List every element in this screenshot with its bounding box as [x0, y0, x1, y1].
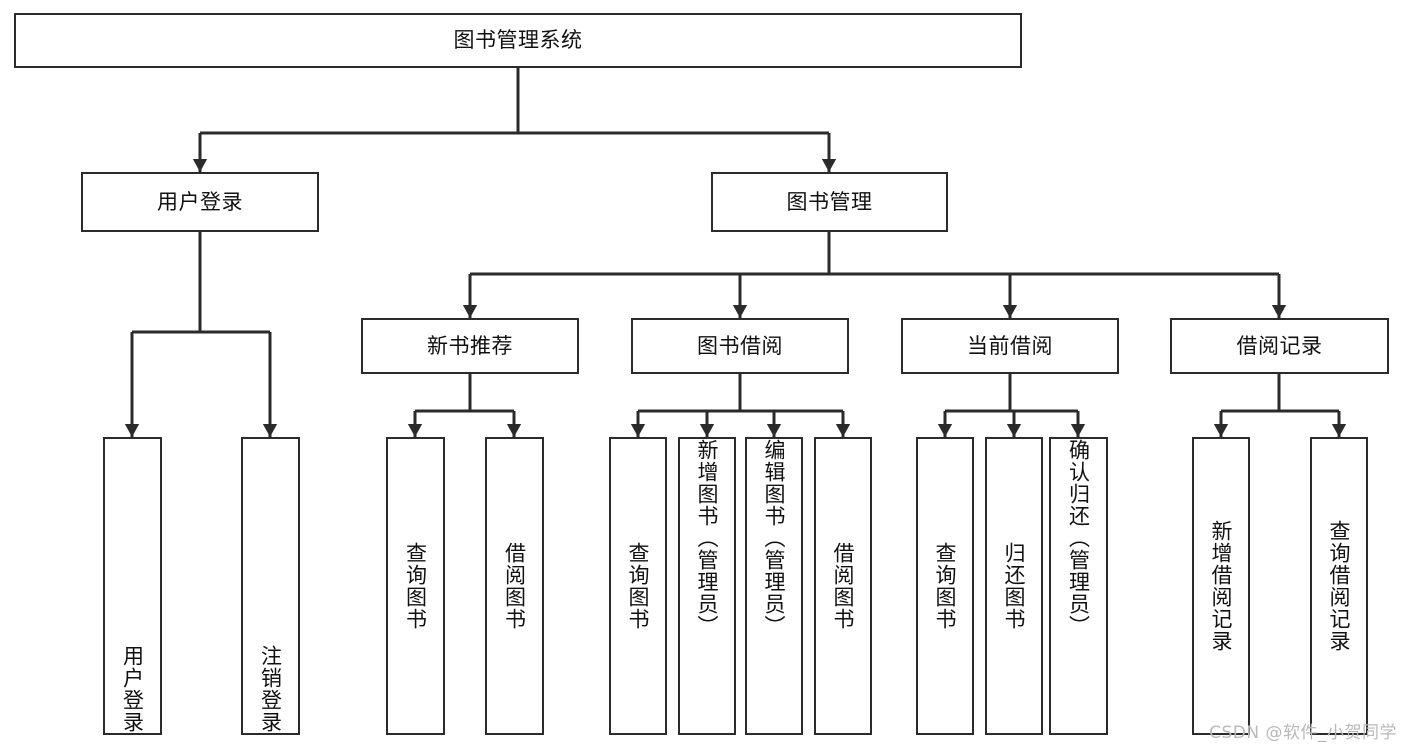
node-label: 编辑图书（管理员）: [762, 439, 787, 637]
node-new-book-recommendation[interactable]: 新书推荐: [361, 318, 579, 374]
node-label: 借阅图书: [831, 542, 856, 630]
node-label: 新增图书（管理员）: [695, 439, 720, 637]
node-label: 图书管理系统: [453, 28, 583, 53]
node-current-borrowing[interactable]: 当前借阅: [901, 318, 1119, 374]
node-label: 借阅图书: [502, 542, 527, 630]
node-label: 新增借阅记录: [1209, 520, 1234, 652]
node-user-login[interactable]: 用户登录: [81, 172, 319, 232]
node-label: 当前借阅: [967, 333, 1053, 358]
leaf-leaf-cur-return-book[interactable]: 归还图书: [985, 437, 1043, 735]
node-label: 用户登录: [120, 645, 145, 733]
node-label: 归还图书: [1002, 542, 1027, 630]
node-label: 新书推荐: [427, 333, 513, 358]
node-label: 图书借阅: [697, 333, 783, 358]
leaf-leaf-rec-borrow-book[interactable]: 借阅图书: [485, 437, 544, 735]
leaf-leaf-borrow-add-book[interactable]: 新增图书（管理员）: [678, 437, 736, 735]
node-label: 查询图书: [933, 542, 958, 630]
leaf-leaf-rec-add-record[interactable]: 新增借阅记录: [1192, 437, 1250, 735]
leaf-leaf-cur-confirm-return[interactable]: 确认归还（管理员）: [1049, 437, 1108, 735]
leaf-leaf-rec-query-record[interactable]: 查询借阅记录: [1310, 437, 1368, 735]
node-borrowing-record[interactable]: 借阅记录: [1170, 318, 1389, 374]
node-book-management[interactable]: 图书管理: [711, 172, 948, 232]
node-label: 查询图书: [403, 542, 428, 630]
node-label: 查询图书: [626, 542, 651, 630]
node-label: 借阅记录: [1236, 333, 1323, 358]
leaf-leaf-user-logout[interactable]: 注销登录: [241, 437, 300, 735]
leaf-leaf-borrow-borrow-book[interactable]: 借阅图书: [814, 437, 872, 735]
node-book-borrowing[interactable]: 图书借阅: [631, 318, 849, 374]
node-label: 查询借阅记录: [1327, 520, 1352, 652]
node-label: 用户登录: [157, 189, 243, 214]
node-root-book-management-system[interactable]: 图书管理系统: [14, 13, 1022, 68]
leaf-leaf-borrow-edit-book[interactable]: 编辑图书（管理员）: [745, 437, 803, 735]
leaf-leaf-rec-query-book[interactable]: 查询图书: [386, 437, 445, 735]
node-label: 确认归还（管理员）: [1066, 439, 1091, 637]
leaf-leaf-cur-query-book[interactable]: 查询图书: [916, 437, 974, 735]
node-label: 注销登录: [258, 645, 283, 733]
node-label: 图书管理: [786, 189, 873, 214]
leaf-leaf-user-login[interactable]: 用户登录: [103, 437, 162, 735]
leaf-leaf-borrow-query-book[interactable]: 查询图书: [609, 437, 667, 735]
watermark-text: CSDN @软件_小贺同学: [1209, 723, 1397, 743]
